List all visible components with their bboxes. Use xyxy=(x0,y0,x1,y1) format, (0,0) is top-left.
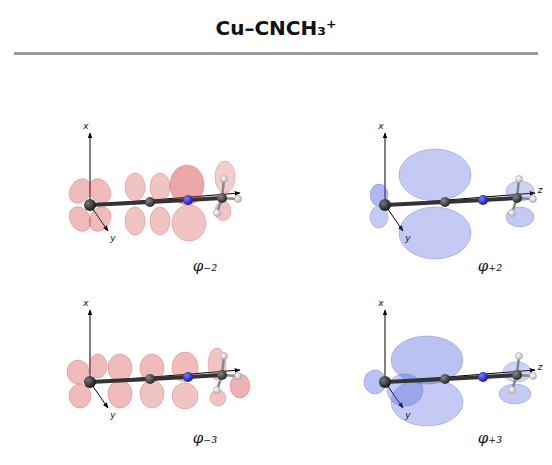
orbital-label: φ₋₂ xyxy=(193,257,217,275)
orbital-panel xyxy=(67,310,250,409)
orbital-panel xyxy=(370,133,537,259)
axis-label: y xyxy=(110,233,115,243)
title: Cu–CNCH₃⁺ xyxy=(215,16,336,40)
title-rule xyxy=(14,52,538,55)
orbital-panel xyxy=(364,310,537,426)
axis-label: y xyxy=(405,233,410,243)
orbital-panel xyxy=(65,133,242,241)
axis-label: z xyxy=(538,185,543,195)
orbital-label: φ₋₃ xyxy=(193,429,217,447)
axis-label: x xyxy=(83,298,88,308)
axis-label: z xyxy=(538,362,543,372)
axis-label: y xyxy=(405,410,410,420)
axis-label: x xyxy=(378,298,383,308)
orbital-label: φ₊₂ xyxy=(478,257,502,275)
orbital-label: φ₊₃ xyxy=(478,429,502,447)
axis-label: x xyxy=(83,121,88,131)
axis-label: x xyxy=(378,121,383,131)
axis-label: y xyxy=(110,410,115,420)
